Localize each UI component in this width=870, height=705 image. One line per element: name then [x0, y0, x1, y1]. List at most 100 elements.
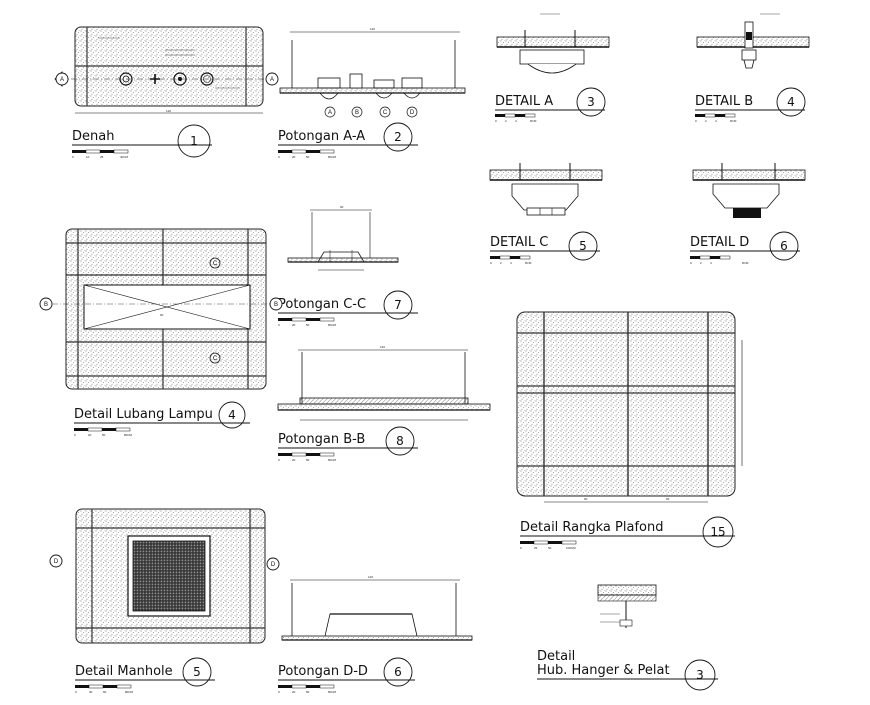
drawing-number: 6 — [394, 665, 402, 679]
scale-label: 0 — [695, 119, 697, 123]
potongan-bb-section: 120 — [277, 345, 491, 421]
detail-c-drawing — [489, 163, 603, 216]
title-block-manhole: Detail Manhole 5 0 30 60 80CM — [75, 657, 215, 694]
potongan-aa-section: 120 A B C D — [279, 27, 466, 118]
title-block-detail-b: DETAIL B 4 0 2 4 8CM — [695, 87, 806, 123]
scale-label: 20 — [292, 323, 296, 327]
drawing-number: 3 — [587, 95, 595, 109]
scale-label: 0 — [74, 433, 76, 437]
denah-notes — [98, 37, 240, 89]
drawing-number: 3 — [696, 668, 704, 682]
scale-label: 20 — [292, 690, 296, 694]
section-marker-a-label: A — [60, 77, 64, 83]
scale-label: 20 — [292, 458, 296, 462]
scale-label: 40CM — [120, 155, 129, 159]
drawing-title: DETAIL D — [690, 235, 749, 250]
scale-label: 2 — [500, 261, 502, 265]
scale-label: 80CM — [125, 690, 134, 694]
scale-label: 30 — [89, 690, 93, 694]
detail-callout-a: A — [328, 110, 332, 116]
scale-label: 10 — [86, 155, 90, 159]
detail-d-drawing — [692, 163, 806, 218]
scale-label: 25 — [100, 155, 104, 159]
scale-label: 2 — [705, 119, 707, 123]
rangka-dim-1: 60 — [584, 497, 588, 501]
title-block-potongan-cc: Potongan C-C 7 0 20 50 80CM — [278, 290, 418, 327]
drawing-title: DETAIL A — [495, 94, 553, 109]
drawing-subtitle: Hub. Hanger & Pelat — [537, 663, 670, 678]
scale-label: 20 — [88, 433, 92, 437]
drawing-number: 2 — [394, 130, 402, 144]
section-marker-b-right: B — [274, 302, 278, 308]
denah-width-dim: 120 — [166, 109, 171, 113]
scale-label: 80CM — [328, 690, 337, 694]
drawing-title: Detail — [537, 649, 575, 664]
lubang-lampu-plan: C C B B 60 — [39, 228, 283, 390]
scale-label: 0 — [278, 458, 280, 462]
potongan-cc-width-dim: 60 — [340, 205, 344, 209]
drawing-title: Potongan C-C — [278, 297, 366, 312]
scale-label: 8CM — [525, 261, 532, 265]
title-block-potongan-dd: Potongan D-D 6 0 20 50 80CM — [278, 657, 415, 694]
scale-label: 2 — [505, 119, 507, 123]
drawing-number: 8 — [396, 434, 404, 448]
scale-label: 0 — [278, 155, 280, 159]
title-block-denah: Denah 1 0 10 25 40CM — [72, 124, 212, 159]
scale-label: 80CM — [328, 323, 337, 327]
detail-callout-b: B — [355, 110, 359, 116]
hanger-detail-drawing — [597, 584, 657, 628]
scale-label: 8CM — [730, 119, 737, 123]
potongan-dd-section: 120 — [281, 575, 473, 641]
scale-label: 50 — [548, 546, 552, 550]
drawing-number: 15 — [710, 525, 725, 539]
scale-label: 25 — [534, 546, 538, 550]
drawing-title: Detail Lubang Lampu — [74, 407, 213, 422]
drawing-number: 5 — [193, 665, 201, 679]
scale-label: 50 — [306, 458, 310, 462]
scale-label: 100CM — [566, 546, 576, 550]
drawing-number: 4 — [787, 95, 795, 109]
lubang-width-dim: 60 — [160, 313, 164, 317]
scale-label: 4 — [510, 261, 512, 265]
potongan-cc-section: 60 — [287, 205, 399, 271]
section-marker-d-right: D — [271, 562, 276, 568]
potongan-bb-width-dim: 120 — [380, 345, 385, 349]
scale-label: 0 — [278, 690, 280, 694]
manhole-plan: D D — [49, 508, 280, 644]
rangka-plafond-plan: 60 60 — [516, 311, 743, 503]
detail-a-drawing — [496, 13, 610, 74]
detail-callout-d: D — [410, 110, 415, 116]
scale-label: 80CM — [328, 458, 337, 462]
scale-label: 4 — [715, 119, 717, 123]
drawing-number: 1 — [190, 134, 198, 148]
title-block-potongan-aa: Potongan A-A 2 0 20 50 80CM — [278, 122, 418, 159]
drawing-number: 6 — [780, 239, 788, 253]
rangka-dim-2: 60 — [666, 497, 670, 501]
title-block-detail-c: DETAIL C 5 0 2 4 8CM — [490, 231, 600, 265]
section-marker-c: C — [213, 261, 218, 267]
drawing-title: Potongan D-D — [278, 664, 368, 679]
scale-label: 50 — [306, 690, 310, 694]
detail-callout-c: C — [383, 110, 388, 116]
scale-label: 2 — [700, 261, 702, 265]
scale-label: 80CM — [124, 433, 133, 437]
drawing-number: 4 — [228, 408, 236, 422]
scale-label: 60 — [103, 690, 107, 694]
drawing-title: DETAIL C — [490, 235, 548, 250]
title-block-potongan-bb: Potongan B-B 8 0 20 50 80CM — [278, 426, 418, 462]
scale-label: 50 — [306, 323, 310, 327]
scale-label: 0 — [278, 323, 280, 327]
scale-label: 8CM — [742, 261, 749, 265]
scale-label: 0 — [75, 690, 77, 694]
drawing-title: Potongan B-B — [278, 432, 365, 447]
scale-label: 0 — [520, 546, 522, 550]
scale-label: 8CM — [530, 119, 537, 123]
scale-label: 80CM — [328, 155, 337, 159]
scale-label: 0 — [495, 119, 497, 123]
potongan-aa-width-dim: 120 — [370, 27, 375, 31]
detail-b-drawing — [696, 13, 810, 69]
denah-plan: 120 A A — [54, 26, 280, 114]
section-marker-b-left: B — [44, 302, 48, 308]
drawing-title: Potongan A-A — [278, 129, 365, 144]
